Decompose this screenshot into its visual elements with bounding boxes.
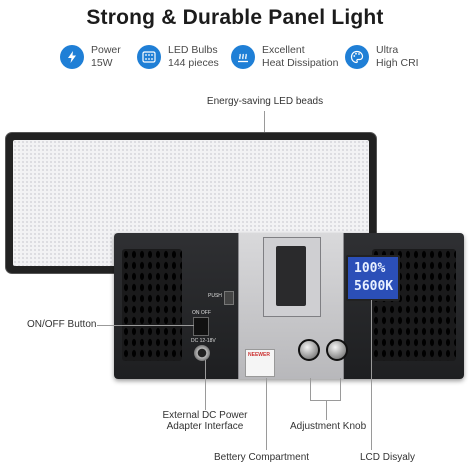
brand-label: NEEWER xyxy=(248,352,270,358)
feature-cri-line1: Ultra xyxy=(376,44,399,56)
lcd-brightness: 100% xyxy=(354,261,386,276)
leader-line-dc xyxy=(205,360,206,410)
lightning-icon xyxy=(60,45,84,69)
temperature-knob[interactable] xyxy=(326,339,348,361)
switch-label: ON OFF xyxy=(192,310,211,316)
feature-power: Power 15W xyxy=(60,40,121,74)
feature-heat-line2: Heat Dissipation xyxy=(262,57,339,69)
feature-led-bulbs: LED Bulbs 144 pieces xyxy=(137,40,219,74)
dc-power-port[interactable] xyxy=(194,345,210,361)
leader-line-battery xyxy=(266,378,267,450)
dc-label: DC 12-18V xyxy=(191,338,216,344)
push-label: PUSH xyxy=(208,293,222,299)
feature-led-line2: 144 pieces xyxy=(168,57,219,69)
feature-cri: Ultra High CRI xyxy=(345,40,419,74)
feature-heat-line1: Excellent xyxy=(262,44,305,56)
callout-battery: Bettery Compartment xyxy=(214,452,310,463)
leader-line-onoff xyxy=(97,325,194,326)
battery-bracket xyxy=(263,237,321,317)
feature-heat: Excellent Heat Dissipation xyxy=(231,40,338,74)
feature-led-line1: LED Bulbs xyxy=(168,44,218,56)
power-switch[interactable] xyxy=(193,317,209,336)
callout-onoff: ON/OFF Button xyxy=(27,319,97,330)
feature-power-line1: Power xyxy=(91,44,121,56)
feature-cri-line2: High CRI xyxy=(376,57,419,69)
leader-line-knob-c xyxy=(310,400,341,401)
callout-dc-line1: External DC Power xyxy=(162,410,248,421)
led-bulbs-icon xyxy=(137,45,161,69)
leader-line-lcd xyxy=(371,300,372,450)
panel-back-unit: PUSH ON OFF DC 12-18V NEEWER 100% 5600K xyxy=(114,233,464,379)
leader-line-knob-a xyxy=(310,378,311,400)
feature-power-line2: 15W xyxy=(91,57,113,69)
push-button[interactable] xyxy=(224,291,234,305)
leader-line-knob-b xyxy=(340,378,341,400)
brightness-knob[interactable] xyxy=(298,339,320,361)
page-title: Strong & Durable Panel Light xyxy=(86,6,384,29)
callout-dc-line2: Adapter Interface xyxy=(166,421,244,432)
lcd-temperature: 5600K xyxy=(354,279,394,294)
callout-dc: External DC Power Adapter Interface xyxy=(150,410,260,432)
leader-line-knob-d xyxy=(326,400,327,420)
battery-compartment[interactable]: NEEWER xyxy=(238,233,344,379)
callout-led-beads: Energy-saving LED beads xyxy=(206,96,324,107)
callout-lcd: LCD Disyaly xyxy=(360,452,416,463)
palette-icon xyxy=(345,45,369,69)
left-vent xyxy=(122,249,182,361)
product-sticker: NEEWER xyxy=(245,349,275,377)
heat-dissipation-icon xyxy=(231,45,255,69)
callout-knob: Adjustment Knob xyxy=(290,421,367,432)
lcd-display: 100% 5600K xyxy=(346,255,400,301)
